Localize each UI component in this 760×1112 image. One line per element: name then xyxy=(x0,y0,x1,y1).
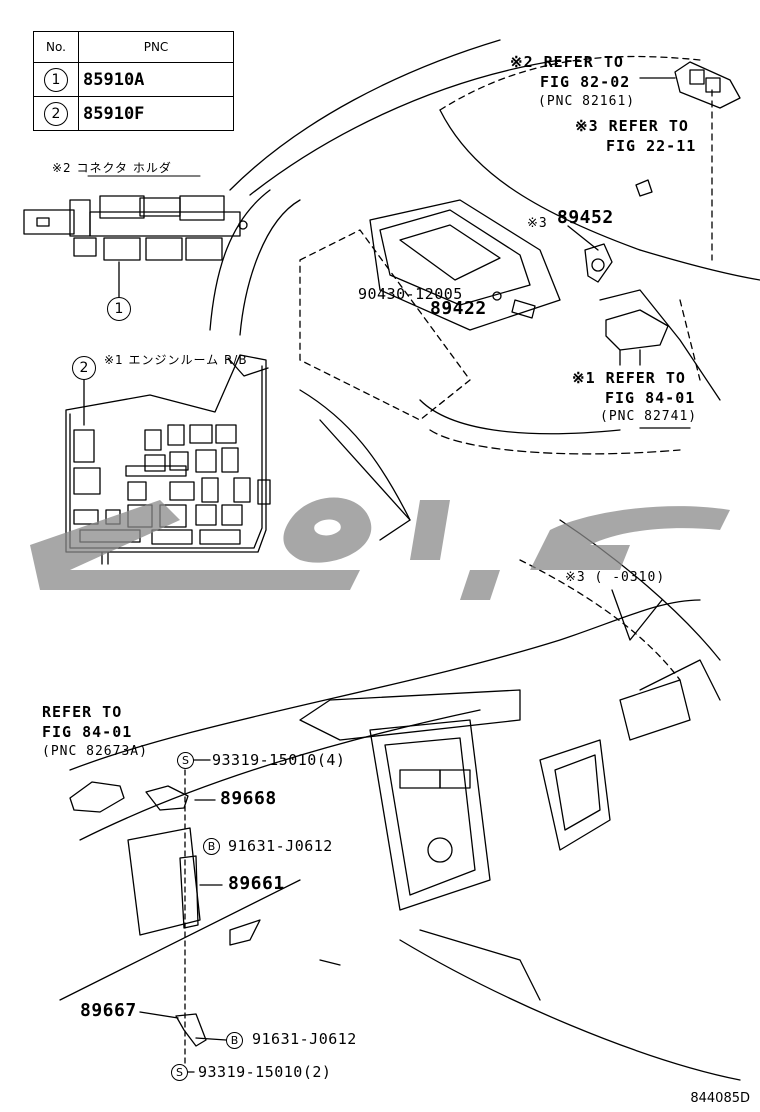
part-89452-note: ※3 xyxy=(527,216,548,231)
screw-s-icon: S xyxy=(177,752,194,769)
refer-22-11-line2: FIG 22-11 xyxy=(606,137,697,155)
refer-84-01-top-line3: (PNC 82741) xyxy=(600,409,698,424)
refer-82-02-line3: (PNC 82161) xyxy=(538,94,636,109)
table-row-number: 2 xyxy=(44,101,68,126)
refer-84-01-bottom-line3: (PNC 82673A) xyxy=(42,744,148,759)
pnc-table: No. PNC 1 85910A 2 85910F xyxy=(33,31,234,131)
refer-82-02-line1: ※2 REFER TO xyxy=(510,53,624,71)
refer-82-02-line2: FIG 82-02 xyxy=(540,73,631,91)
table-row-pnc: 85910A xyxy=(78,62,234,97)
dashboard-drawing xyxy=(59,599,741,1081)
bolt-b-icon: B xyxy=(226,1032,243,1049)
part-93319-4-label: 93319-15010(4) xyxy=(212,751,346,769)
part-89668-label: 89668 xyxy=(220,788,277,809)
part-89422-label: 89422 xyxy=(430,298,487,319)
top-parts-drawing xyxy=(492,61,741,429)
table-row-number: 1 xyxy=(44,67,68,92)
part-90430-label: 90430-12005 xyxy=(358,285,463,303)
part-89661-label: 89661 xyxy=(228,873,285,894)
refer-84-01-bottom-line2: FIG 84-01 xyxy=(42,723,133,741)
refer-84-01-bottom-line1: REFER TO xyxy=(42,703,123,721)
connector-holder-drawing xyxy=(23,175,248,298)
table-row-pnc: 85910F xyxy=(78,96,234,131)
ecu-parts-drawing xyxy=(69,759,227,1073)
car-body-drawing xyxy=(209,39,760,681)
refer-84-01-top-line2: FIG 84-01 xyxy=(605,389,696,407)
diagram-code: 844085D xyxy=(690,1091,750,1106)
callout-2: 2 xyxy=(72,356,96,380)
refer-84-01-top-line1: ※1 REFER TO xyxy=(572,369,686,387)
engine-room-rb-label: ※1 エンジンルーム R/B xyxy=(104,353,248,367)
table-header-no: No. xyxy=(33,31,79,63)
table-header-pnc: PNC xyxy=(78,31,234,63)
part-89452-label: 89452 xyxy=(557,207,614,228)
note-3-range: ※3 ( -0310) xyxy=(565,570,666,585)
refer-22-11-line1: ※3 REFER TO xyxy=(575,117,689,135)
part-93319-2-label: 93319-15010(2) xyxy=(198,1063,332,1081)
table-row: 2 85910F xyxy=(33,96,234,131)
part-91631-top-label: 91631-J0612 xyxy=(228,837,333,855)
watermark-logo xyxy=(30,497,730,600)
connector-holder-label: ※2 コネクタ ホルダ xyxy=(52,161,172,175)
part-89667-label: 89667 xyxy=(80,1000,137,1021)
bolt-b-icon: B xyxy=(203,838,220,855)
screw-s-icon: S xyxy=(171,1064,188,1081)
table-row: 1 85910A xyxy=(33,62,234,97)
part-91631-bottom-label: 91631-J0612 xyxy=(252,1030,357,1048)
callout-1: 1 xyxy=(107,297,131,321)
